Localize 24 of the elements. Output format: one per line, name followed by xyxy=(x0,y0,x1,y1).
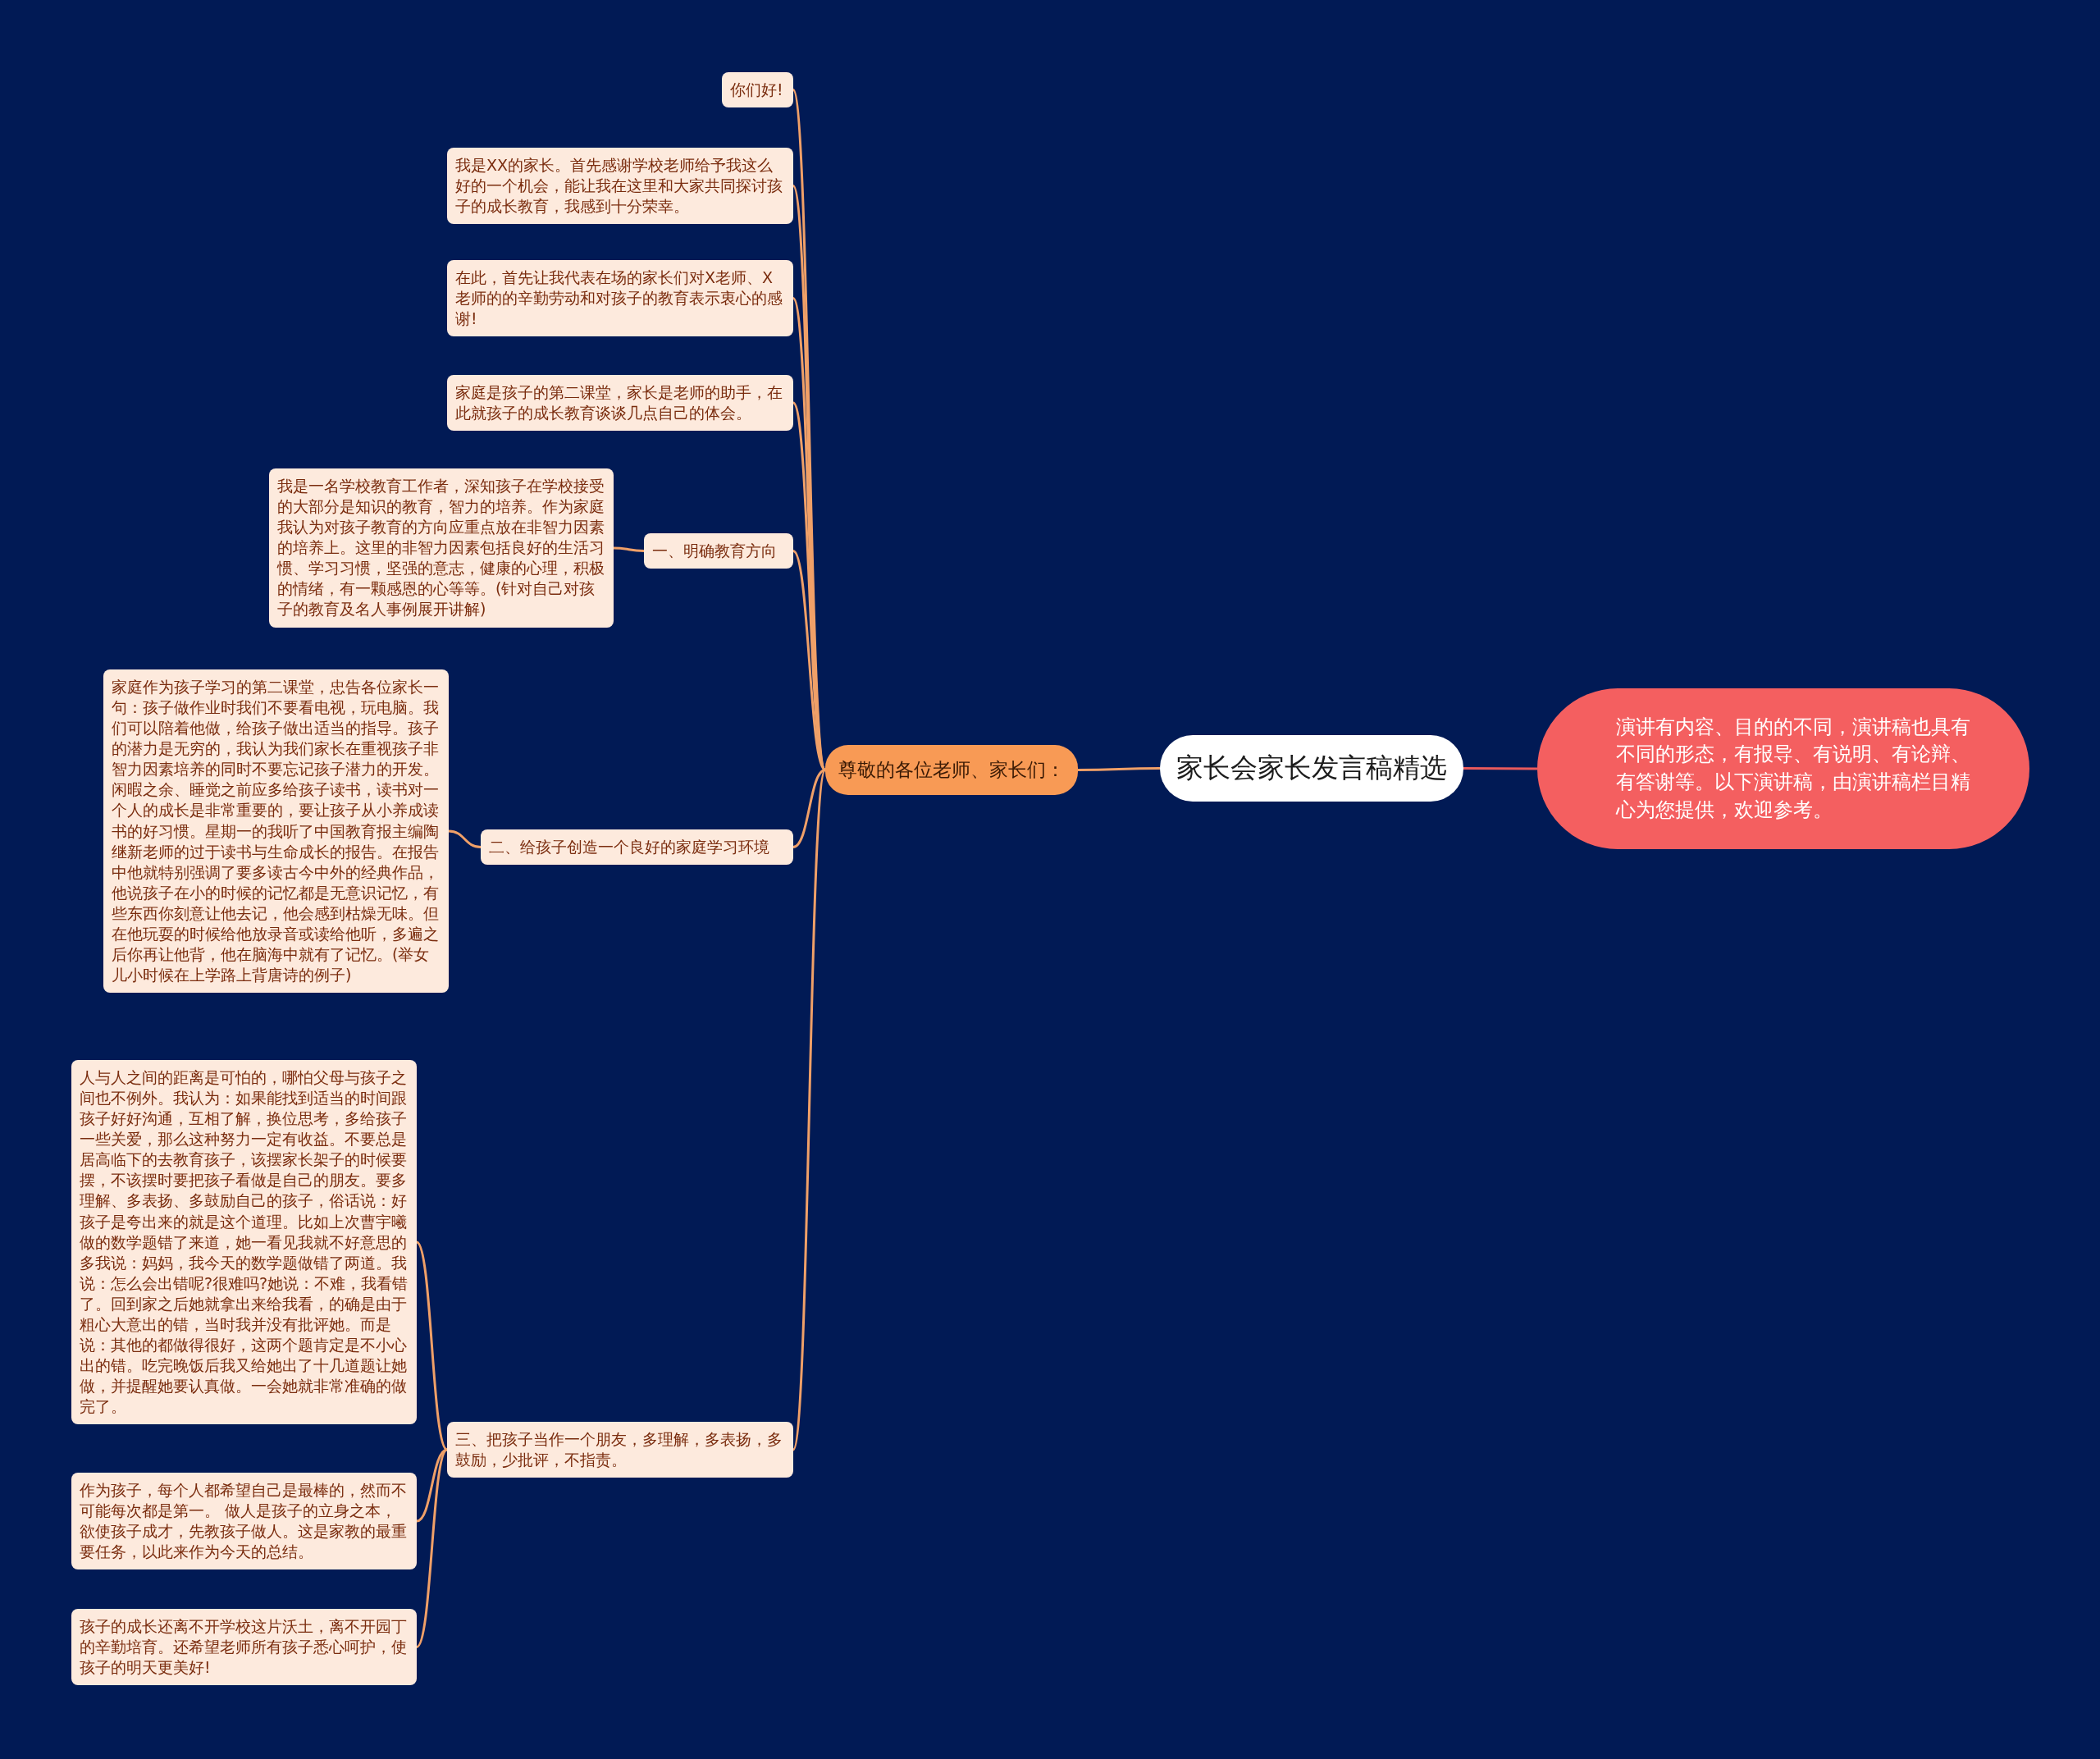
text-card: 孩子的成长还离不开学校这片沃土，离不开园丁的辛勤培育。还希望老师所有孩子悉心呵护，使孩子的明天更美好! xyxy=(71,1609,417,1686)
text-card: 我是XX的家长。首先感谢学校老师给予我这么好的一个机会，能让我在这里和大家共同探讨孩子的成长教育，我感到十分荣幸。 xyxy=(447,148,793,225)
connector-line xyxy=(1463,767,1537,770)
text-card: 人与人之间的距离是可怕的，哪怕父母与孩子之间也不例外。我认为：如果能找到适当的时间跟孩子好好沟通，互相了解，换位思考，多给孩子一些关爱，那么这种努力一定有收益。不要总是居高临下的去教育孩子，该摆家长架子的时候要摆，不该摆时要把孩子看做是自己的朋友。要多理解、多表扬、多鼓励自己的孩子，俗话说：好孩子是夸出来的就是这个道理。比如上次曹宇曦做的数学题错了来道，她一看见我就不好意思的多我说：妈妈，我今天的数学题做错了两道。我说：怎么会出错呢?很难吗?她说：不难，我看错了。回到家之后她就拿出来给我看，的确是由于粗心大意出的错，当时我并没有批评她。而是说：其他的都做得很好，这两个题肯定是不小心出的错。吃完晚饭后我又给她出了十几道题让她做，并提醒她要认真做。一会她就非常准确的做完了。 xyxy=(71,1060,417,1425)
text-card: 家庭是孩子的第二课堂，家长是老师的助手，在此就孩子的成长教育谈谈几点自己的体会。 xyxy=(447,375,793,432)
text-card: 一、明确教育方向 xyxy=(644,533,793,569)
connector-line xyxy=(1078,767,1160,771)
text-card: 家庭作为孩子学习的第二课堂，忠告各位家长一句：孩子做作业时我们不要看电视，玩电脑。我们可以陪着他做，给孩子做出适当的指导。孩子的潜力是无穷的，我认为我们家长在重视孩子非智力因素培养的同时不要忘记孩子潜力的开发。闲暇之余、睡觉之前应多给孩子读书，读书对一个人的成长是非常重要的，要让孩子从小养成读书的好习惯。星期一的我听了中国教育报主编陶继新老师的过于读书与生命成长的报告。在报告中他就特别强调了要多读古今中外的经典作品，他说孩子在小的时候的记忆都是无意识记忆，有些东西你刻意让他去记，他会感到枯燥无味。但在他玩耍的时候给他放录音或读给他听，多遍之后你再让他背，他在脑海中就有了记忆。(举女儿小时候在上学路上背唐诗的例子) xyxy=(103,669,449,994)
topic-box: 尊敬的各位老师、家长们： xyxy=(825,745,1078,795)
connector-line xyxy=(792,769,826,848)
note-bubble: 演讲有内容、目的的不同，演讲稿也具有不同的形态，有报导、有说明、有论辩、有答谢等。以下演讲稿，由演讲稿栏目精心为您提供，欢迎参考。 xyxy=(1537,688,2029,849)
text-card: 我是一名学校教育工作者，深知孩子在学校接受的大部分是知识的教育，智力的培养。作为家庭我认为对孩子教育的方向应重点放在非智力因素的培养上。这里的非智力因素包括良好的生活习惯、学习习惯，坚强的意志，健康的心理，积极的情绪，有一颗感恩的心等等。(针对自己对孩子的教育及名人事例展开讲解) xyxy=(269,468,614,628)
text-card: 你们好! xyxy=(722,72,793,108)
central-topic: 家长会家长发言稿精选 xyxy=(1160,735,1463,802)
connector-line xyxy=(416,1448,448,1523)
text-card: 作为孩子，每个人都希望自己是最棒的，然而不可能每次都是第一。 做人是孩子的立身之本，欲使孩子成才，先教孩子做人。这是家教的最重要任务，以此来作为今天的总结。 xyxy=(71,1473,417,1570)
connector-line xyxy=(415,1241,449,1451)
connector-line xyxy=(415,1449,449,1648)
connector-line xyxy=(613,546,645,552)
text-card: 三、把孩子当作一个朋友，多理解，多表扬，多鼓励，少批评，不指责。 xyxy=(447,1422,793,1478)
connector-line xyxy=(448,829,482,848)
text-card: 在此，首先让我代表在场的家长们对X老师、X老师的的辛勤劳动和对孩子的教育表示衷心的感谢! xyxy=(447,260,793,337)
connector-line xyxy=(792,770,827,1451)
text-card: 二、给孩子创造一个良好的家庭学习环境 xyxy=(481,829,793,866)
